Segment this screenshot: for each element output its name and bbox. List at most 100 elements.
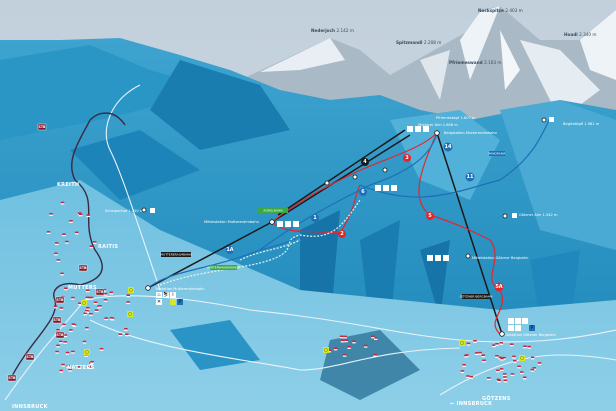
house — [487, 377, 491, 381]
place-label: Mittelstation Götzner Bergbahn — [472, 256, 528, 260]
house — [90, 360, 94, 364]
svg-text:WINTERWANDERWEG: WINTERWANDERWEG — [207, 266, 240, 270]
house — [85, 309, 89, 313]
place-label: Talstation Götzner Bergbahn — [504, 333, 556, 337]
svg-text:6: 6 — [361, 189, 365, 195]
house — [53, 305, 58, 309]
house — [69, 329, 73, 333]
house — [340, 339, 345, 343]
slope-marker-4: 4 — [361, 158, 369, 166]
house — [523, 345, 527, 349]
house — [60, 201, 65, 205]
tram-stop-badge: STB — [52, 316, 62, 324]
svg-text:i: i — [172, 292, 173, 298]
place-label: Birgitzköpfl 1.982 m — [563, 122, 600, 126]
slope-marker-5: 5 — [426, 212, 434, 220]
house — [103, 299, 108, 302]
house — [469, 375, 474, 379]
house — [503, 376, 507, 380]
house — [499, 342, 504, 345]
village-label-innsbruck: ← INNSBRUCK — [450, 401, 493, 407]
house — [83, 312, 88, 316]
svg-text:STB: STB — [80, 266, 87, 270]
house — [495, 355, 499, 358]
house — [78, 302, 82, 306]
toboggan-trails — [159, 199, 361, 286]
house — [65, 240, 69, 244]
slope-marker-1a: 1A — [226, 246, 234, 254]
house — [94, 309, 99, 313]
house — [49, 213, 53, 216]
house — [69, 220, 73, 223]
house — [537, 362, 542, 365]
svg-text:STB: STB — [9, 376, 16, 380]
blue-mountains — [0, 38, 616, 411]
house — [339, 335, 344, 339]
house — [87, 296, 92, 300]
house — [517, 365, 521, 369]
bus-stops — [81, 287, 525, 361]
house — [512, 355, 516, 359]
house — [102, 288, 107, 292]
house — [464, 354, 468, 358]
house — [460, 370, 465, 374]
place-label: Götzner Alm 1.542 m — [519, 213, 558, 217]
house — [512, 359, 517, 363]
house — [530, 356, 535, 360]
house — [85, 296, 90, 300]
house — [371, 335, 375, 339]
svg-text:4: 4 — [363, 159, 367, 165]
peak-label: Nockspitze 2.403 m — [478, 8, 523, 13]
house — [61, 363, 65, 367]
house — [126, 294, 130, 298]
village-label-innsbruck: INNSBRUCK — [12, 404, 49, 410]
peak-label: Spitzmandl 2.208 m — [396, 40, 441, 45]
house — [92, 241, 97, 244]
trail-label: WINTERWANDERWEG — [207, 265, 240, 270]
slope-marker-6: 6 — [359, 188, 367, 196]
house — [71, 296, 75, 300]
house — [104, 317, 108, 321]
house — [118, 333, 123, 337]
house — [347, 346, 351, 349]
house — [462, 364, 466, 367]
house — [327, 349, 332, 353]
svg-text:⛷: ⛷ — [163, 291, 170, 298]
bus-stop-icon — [323, 347, 329, 353]
tram-stop-badge: STB — [55, 296, 65, 304]
house — [86, 214, 91, 218]
house — [68, 368, 72, 372]
place-label: Mittelstation Muttereralmbahn — [204, 220, 259, 224]
svg-text:11: 11 — [467, 174, 474, 180]
svg-text:14: 14 — [445, 144, 452, 150]
house — [510, 373, 515, 376]
village-houses — [46, 201, 542, 383]
svg-text:STB: STB — [54, 318, 61, 322]
svg-text:GÖTZNER BERGBAHN: GÖTZNER BERGBAHN — [460, 294, 493, 299]
house — [46, 231, 51, 234]
house — [474, 352, 479, 355]
house — [65, 351, 70, 355]
house — [55, 350, 59, 354]
house — [93, 301, 98, 305]
house — [59, 307, 64, 311]
house — [530, 368, 535, 372]
house — [125, 333, 129, 337]
house — [532, 367, 537, 370]
house — [77, 366, 82, 369]
house — [333, 347, 338, 351]
place-label: Mutterer Alm 1.608 m — [418, 123, 458, 127]
house — [88, 366, 92, 369]
house — [481, 354, 485, 358]
house — [522, 376, 527, 380]
house — [109, 291, 113, 295]
lift-label: PANORAMA — [489, 151, 506, 156]
lift-label: MUTTERERALMBAHN — [160, 252, 192, 257]
svg-text:STB: STB — [39, 125, 46, 129]
svg-text:♨: ♨ — [157, 292, 161, 298]
house — [500, 357, 504, 361]
house — [374, 337, 378, 340]
house — [478, 351, 482, 355]
house — [60, 272, 64, 276]
tram-line — [9, 112, 126, 381]
